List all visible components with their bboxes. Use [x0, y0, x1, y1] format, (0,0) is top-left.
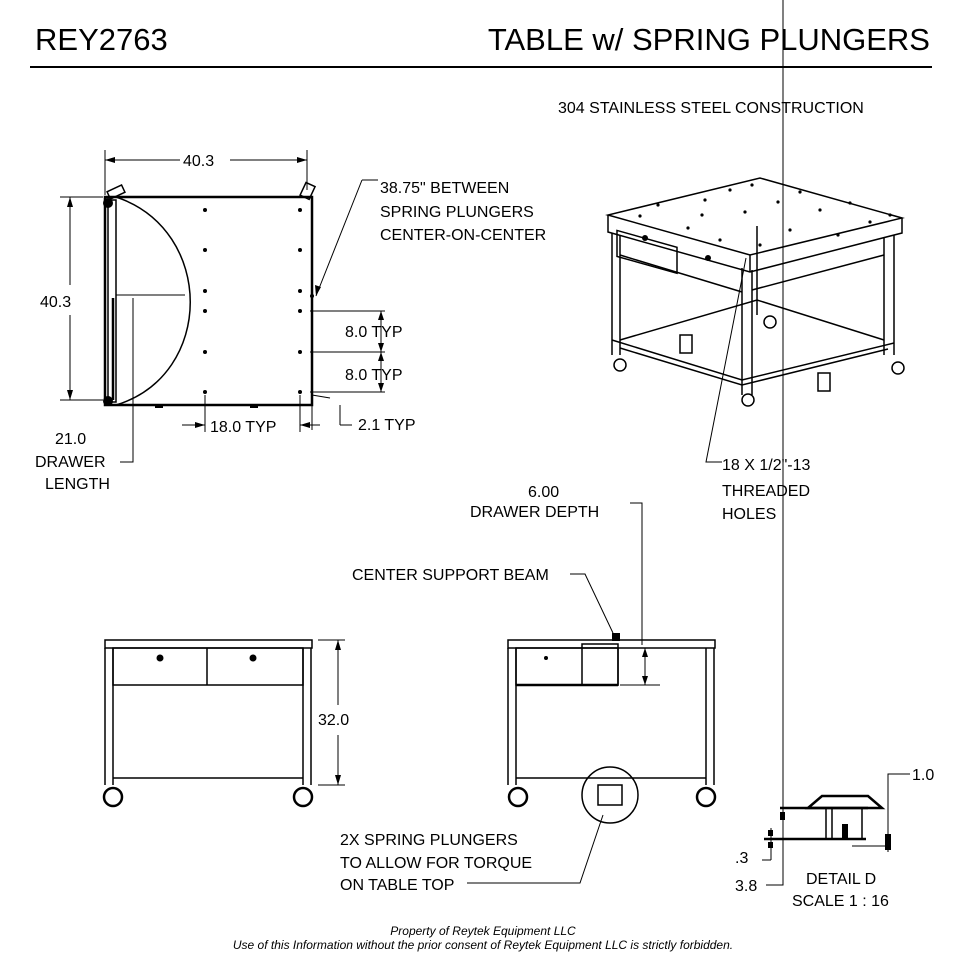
top-view — [60, 150, 385, 463]
drawer-length-label-2: LENGTH — [45, 476, 110, 493]
plunger-spacing-note-3: CENTER-ON-CENTER — [380, 227, 546, 244]
part-number: REY2763 — [35, 22, 168, 57]
height-dim: 32.0 — [318, 712, 349, 729]
threaded-holes-note-2: THREADED — [722, 483, 810, 500]
plunger-spacing-note-1: 38.75" BETWEEN — [380, 180, 509, 197]
plunger-spacing-note-2: SPRING PLUNGERS — [380, 204, 534, 221]
hole-spacing-dim-1: 8.0 TYP — [345, 324, 403, 341]
top-depth-dim: 40.3 — [40, 294, 71, 311]
edge-offset-dim: 2.1 TYP — [358, 417, 416, 434]
spring-plungers-note-1: 2X SPRING PLUNGERS — [340, 832, 518, 849]
material-note: 304 STAINLESS STEEL CONSTRUCTION — [558, 100, 864, 117]
threaded-holes-note-1: 18 X 1/2"-13 — [722, 457, 811, 474]
threaded-holes-note-3: HOLES — [722, 506, 776, 523]
detail-title: DETAIL D — [806, 871, 876, 888]
spring-plungers-note-2: TO ALLOW FOR TORQUE — [340, 855, 532, 872]
drawer-depth-dim: 6.00 — [528, 484, 559, 501]
hole-spacing-dim-2: 8.0 TYP — [345, 367, 403, 384]
footer-property: Property of Reytek Equipment LLC — [390, 924, 576, 938]
footer-disclaimer: Use of this Information without the prio… — [233, 938, 733, 952]
spring-plungers-note-3: ON TABLE TOP — [340, 877, 454, 894]
detail-scale: SCALE 1 : 16 — [792, 893, 889, 910]
drawing-title: TABLE w/ SPRING PLUNGERS — [488, 22, 930, 57]
detail-dim-small: .3 — [735, 850, 748, 867]
drawer-length-dim: 21.0 — [55, 431, 86, 448]
front-view — [102, 639, 345, 808]
top-width-dim: 40.3 — [183, 153, 214, 170]
hole-spacing-horizontal-dim: 18.0 TYP — [210, 419, 276, 436]
detail-dim-top: 1.0 — [912, 767, 934, 784]
detail-d — [762, 0, 910, 886]
center-support-beam-note: CENTER SUPPORT BEAM — [352, 567, 549, 584]
drawer-depth-label: DRAWER DEPTH — [470, 504, 599, 521]
drawer-length-label-1: DRAWER — [35, 454, 106, 471]
isometric-view — [605, 177, 905, 463]
side-view — [467, 502, 717, 884]
detail-dim-total: 3.8 — [735, 878, 757, 895]
